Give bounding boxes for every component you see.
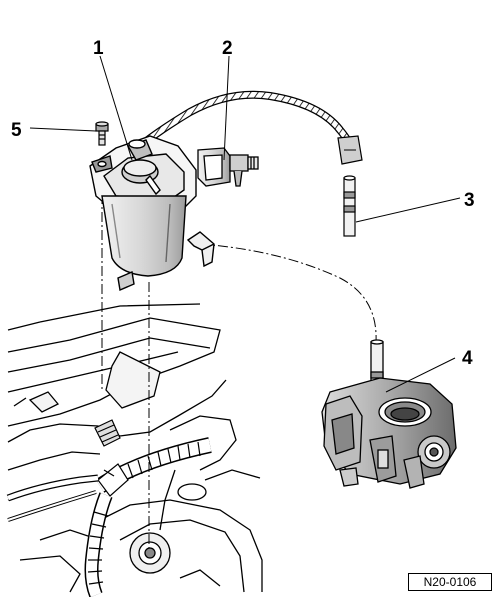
assembly-lines [101, 176, 377, 548]
callout-1: 1 [93, 38, 104, 59]
callout-3: 3 [464, 190, 475, 211]
vent-hose [137, 90, 363, 165]
callout-2: 2 [222, 38, 233, 59]
solenoid-valve [197, 147, 259, 187]
leader-lines [29, 55, 461, 393]
wiring-harness [6, 437, 212, 597]
mounting-stud [94, 419, 121, 447]
callout-5: 5 [11, 120, 22, 141]
hose-end-piece [343, 175, 356, 237]
charcoal-canister [89, 135, 215, 291]
callout-4: 4 [462, 348, 473, 369]
mounting-bolt [95, 121, 109, 146]
engine-background [7, 303, 263, 593]
throttle-body [321, 339, 457, 489]
reference-code: N20-0106 [408, 573, 492, 591]
